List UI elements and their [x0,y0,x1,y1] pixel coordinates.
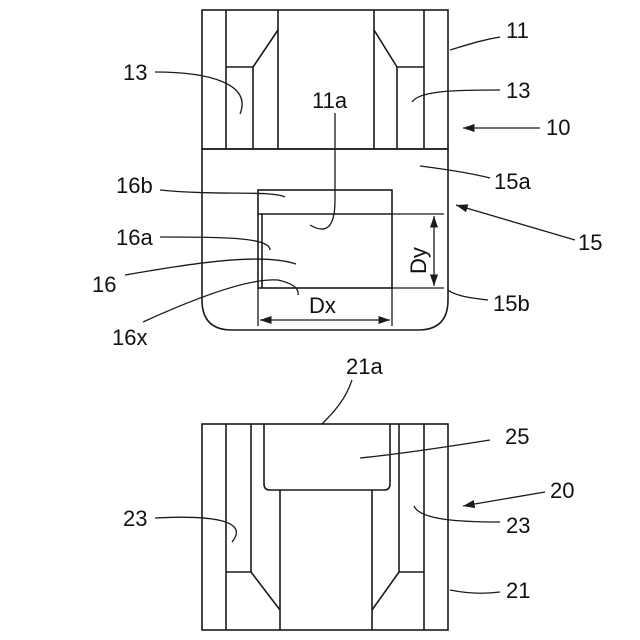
leader-11 [450,37,500,50]
label-15b: 15b [493,291,530,316]
leader-16 [125,259,296,275]
leader-23-left [155,517,236,542]
part-11-right-chamfer [374,30,397,67]
arrow-15 [456,205,575,240]
label-20: 20 [550,478,574,503]
label-dy: Dy [406,247,431,274]
label-11: 11 [506,18,529,43]
part-21-left-chamfer [251,572,280,610]
part-21-right-chamfer [372,572,399,610]
label-15a: 15a [494,169,531,194]
label-10: 10 [546,115,570,140]
arrow-20 [463,492,545,506]
label-13-left: 13 [123,60,147,85]
leader-13-right [412,90,500,102]
label-21: 21 [506,578,530,603]
leader-15b [448,290,488,300]
part-21-body [202,424,448,630]
leader-16a [160,237,270,250]
leader-25 [360,440,490,458]
label-dx: Dx [309,293,336,318]
label-23-left: 23 [123,506,147,531]
leader-11a [310,113,335,229]
leader-21a [322,380,352,424]
leader-21 [450,590,500,593]
label-23-right: 23 [506,513,530,538]
label-21a: 21a [346,354,383,379]
component-20 [202,424,448,630]
leader-23-right [414,506,500,522]
label-25: 25 [505,424,529,449]
label-15: 15 [578,230,602,255]
label-11a: 11a [312,88,348,113]
part-11-body [202,10,448,149]
leader-15a [420,166,490,178]
opening-16 [258,190,392,288]
label-13-right: 13 [506,78,530,103]
label-16: 16 [92,272,116,297]
leader-16x [143,280,298,322]
leader-13-left [155,72,242,114]
part-11-left-chamfer [253,30,278,67]
label-16a: 16a [116,225,153,250]
label-16b: 16b [116,173,153,198]
component-10 [202,10,448,149]
leader-16b [160,190,285,197]
label-16x: 16x [112,325,147,350]
